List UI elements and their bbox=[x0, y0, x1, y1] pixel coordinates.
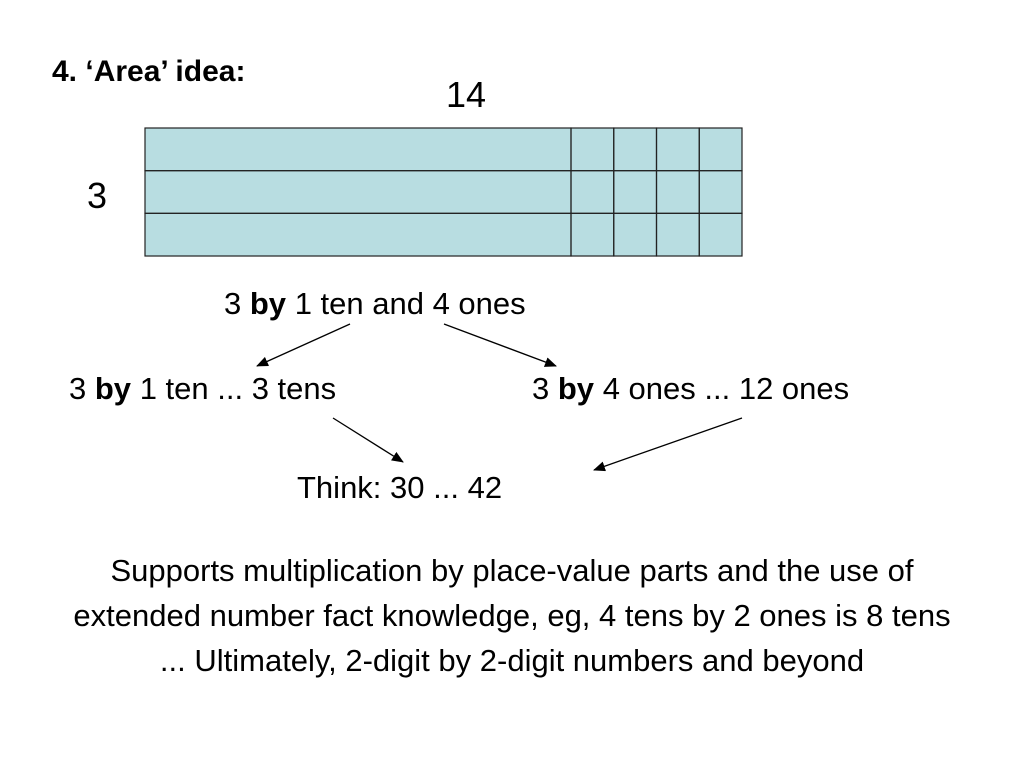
summary-text: Supports multiplication by place-value p… bbox=[73, 553, 951, 678]
width-label: 3 bbox=[87, 175, 108, 216]
arrow-ones-to-think bbox=[593, 417, 743, 472]
by-word: by bbox=[557, 371, 595, 406]
area-model-grid bbox=[144, 127, 743, 257]
factor-b: 4 ones ... 12 ones bbox=[602, 371, 850, 406]
factor-b: 1 ten ... 3 tens bbox=[139, 371, 337, 406]
arrow-whole-to-ones bbox=[443, 323, 557, 367]
by-word: by bbox=[249, 286, 287, 321]
ones-cell bbox=[698, 212, 743, 257]
factor-b: 1 ten and 4 ones bbox=[294, 286, 526, 321]
length-label: 14 bbox=[446, 74, 487, 115]
area-model-fill bbox=[145, 128, 742, 257]
factor-a: 3 bbox=[224, 286, 242, 321]
factor-a: 3 bbox=[69, 371, 87, 406]
ones-partial-product: 3 by 4 ones ... 12 ones bbox=[532, 371, 849, 407]
arrow-whole-to-tens bbox=[256, 323, 351, 367]
slide-heading: 4. ‘Area’ idea: bbox=[52, 55, 246, 88]
tens-partial-product: 3 by 1 ten ... 3 tens bbox=[69, 371, 336, 407]
by-word: by bbox=[94, 371, 132, 406]
factor-a: 3 bbox=[532, 371, 550, 406]
arrow-tens-to-think bbox=[332, 417, 404, 463]
think-result: Think: 30 ... 42 bbox=[297, 470, 503, 505]
whole-decomposition: 3 by 1 ten and 4 ones bbox=[224, 286, 526, 322]
